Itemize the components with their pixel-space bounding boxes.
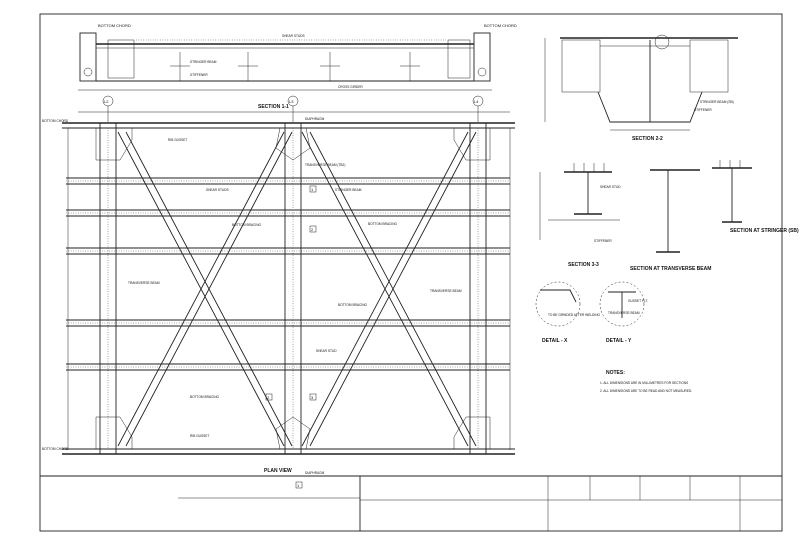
gridline-l4: L4 [474,99,479,104]
detail-y-circle [599,281,645,327]
gridline-l2: L2 [104,99,109,104]
label-bottom-chord-left: BOTTOM CHORD [98,23,131,28]
left-chord-hole [83,67,93,77]
section-2-2: STRINGER BEAM (SB) STIFFENER SECTION 2-2 [544,34,738,142]
plan-view-title: PLAN VIEW [264,468,292,474]
gridline-l3: L3 [289,99,294,104]
label-transverse-beam-tb2: TRANSVERSE BEAM (TB2) [305,163,345,167]
left-splice-plate [107,39,135,79]
section-1-title: SECTION 1-1 [258,104,289,110]
detail-x-title: DETAIL - X [542,338,568,344]
label-shear-stud-s3: SHEAR STUD [600,185,621,189]
notes: NOTES: 1. ALL DIMENSIONS ARE IN MILLIMET… [600,370,692,393]
section-1-1: BOTTOM CHORD BOTTOM CHORD SHEAR STUDS ST… [78,23,517,110]
label-stringer-beam-plan: STRINGER BEAM [335,188,362,192]
label-shear-studs-plan: SHEAR STUDS [206,188,229,192]
section-3-3: SHEAR STUD STIFFENER SECTION 3-3 [539,163,621,268]
gusset-tr [453,127,491,161]
detail-x-circle [535,281,581,327]
label-bottom-bracing-2: BOTTOM BRACING [368,222,398,226]
label-bottom-bracing-lower: BOTTOM BRACING [190,395,220,399]
gusset-bm [275,416,311,450]
right-chord-hole [477,67,487,77]
gusset-tl [95,127,133,161]
left-splice [561,39,601,93]
section-3-title: SECTION 3-3 [568,262,599,268]
label-shear-studs: SHEAR STUDS [282,34,305,38]
title-block [40,475,782,531]
label-stringer-beam: STRINGER BEAM [190,60,217,64]
marker-2-bottom: 2 [267,395,270,400]
label-bottom-chord-right: BOTTOM CHORD [484,23,517,28]
section-2-title: SECTION 2-2 [632,136,663,142]
marker-1-bottom: 1 [297,483,300,488]
label-stiffener-s3: STIFFENER [594,239,612,243]
gusset-bl [95,416,133,450]
right-chord-box [473,32,491,82]
label-bottom-bracing-1: BOTTOM BRACING [232,223,262,227]
stud-circle [654,34,670,50]
left-chord-box [79,32,97,82]
label-transverse-beam-left: TRANSVERSE BEAM [128,281,160,285]
label-rib-gusset-top: RIB GUSSET [168,138,187,142]
plan-view: L2 L3 L4 [42,95,515,489]
label-rib-gusset-lower: RIB GUSSET [190,434,209,438]
section-transverse-title: SECTION AT TRANSVERSE BEAM [630,266,711,272]
label-bottom-chord-lower: BOTTOM CHORD [42,447,69,451]
marker-1-top: 1 [311,187,314,192]
label-detail-y-gusset: GUSSET PLT. [628,299,648,303]
marker-3: 3 [311,395,314,400]
bracing-right-b [301,131,469,447]
detail-y-title: DETAIL - Y [606,338,632,344]
label-shear-stud-mid: SHEAR STUD [316,349,337,353]
note-1: 1. ALL DIMENSIONS ARE IN MILLIMETRES FOR… [600,381,688,385]
label-transverse-beam-right: TRANSVERSE BEAM [430,289,462,293]
sheet-border [39,13,783,532]
marker-2-top: 2 [311,227,314,232]
label-diaphragm-top: DIAPHRAGM [305,117,325,121]
label-detail-y-beam: TRANSVERSE BEAM [608,311,640,315]
label-detail-x-note: TO BE GRINDED AFTER WELDING [548,313,601,317]
right-splice [689,39,729,93]
section-stringer-title: SECTION AT STRINGER (SB) [730,228,799,234]
label-stringer-beam-sb: STRINGER BEAM (SB) [700,100,734,104]
gusset-tm [275,127,311,161]
section-transverse-stringer: SECTION AT STRINGER (SB) SECTION AT TRAN… [630,160,799,272]
label-stiffener: STIFFENER [190,73,208,77]
notes-title: NOTES: [606,370,625,376]
details: TO BE GRINDED AFTER WELDING DETAIL - X G… [535,281,648,344]
note-2: 2. ALL DIMENSIONS ARE TO BE READ AND NOT… [600,389,692,393]
gusset-br [453,416,491,450]
label-cross-girder: CROSS GIRDER [338,85,363,89]
bracing-left-b [117,131,285,447]
label-bottom-chord-top: BOTTOM CHORD [42,119,69,123]
label-stiffener-s2: STIFFENER [694,108,712,112]
label-bottom-bracing-3: BOTTOM BRACING [338,303,368,307]
label-diaphragm-lower: DIAPHRAGM [305,471,325,475]
right-splice-plate [447,39,471,79]
